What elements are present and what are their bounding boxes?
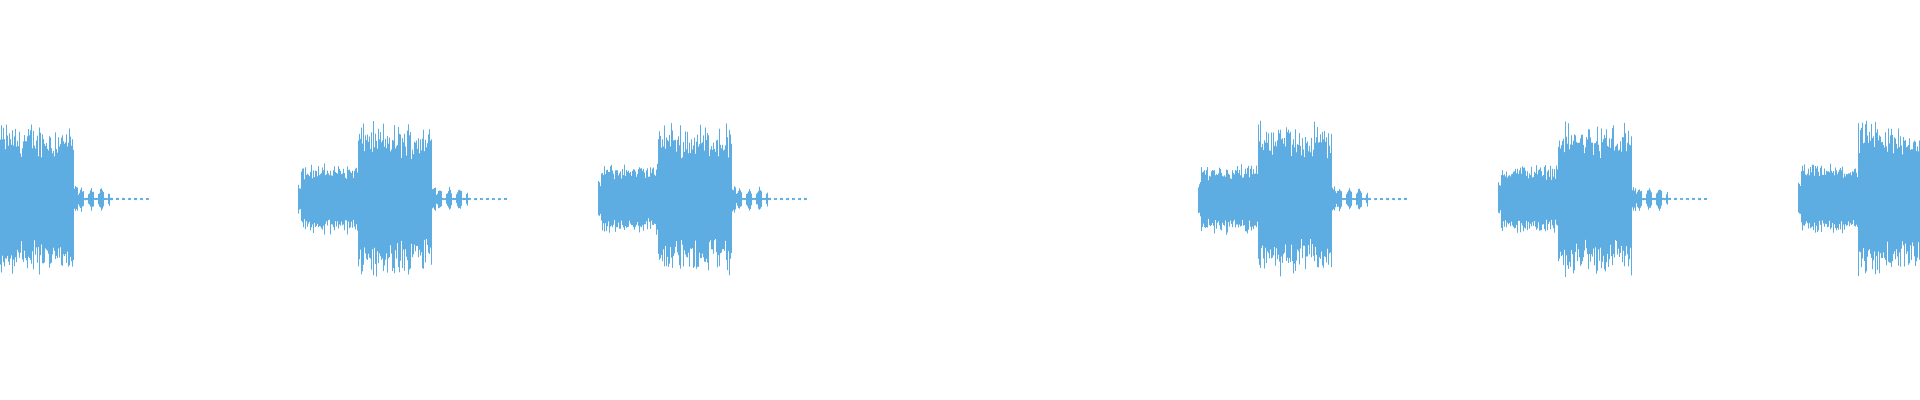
waveform-burst-body xyxy=(1258,159,1332,239)
waveform-clip[interactable] xyxy=(1798,120,1920,277)
waveform-intro-body xyxy=(601,181,658,217)
waveform-clip[interactable] xyxy=(1498,121,1707,278)
waveform-clip[interactable] xyxy=(598,123,807,276)
waveform-intro-body xyxy=(1201,181,1258,217)
waveform-burst-body xyxy=(658,159,732,239)
waveform-intro-body xyxy=(1501,181,1558,217)
waveform-clip[interactable] xyxy=(1198,120,1407,277)
waveform-intro-body xyxy=(1801,181,1858,217)
waveform-burst-body xyxy=(1558,159,1632,239)
waveform-burst-body xyxy=(358,159,432,239)
waveform-intro-body xyxy=(301,181,358,217)
waveform-clip[interactable] xyxy=(0,124,149,275)
waveform-burst-body xyxy=(1858,159,1920,239)
waveform-burst-body xyxy=(0,159,74,239)
waveform-clip[interactable] xyxy=(298,121,507,277)
waveform-clips xyxy=(0,120,1920,278)
